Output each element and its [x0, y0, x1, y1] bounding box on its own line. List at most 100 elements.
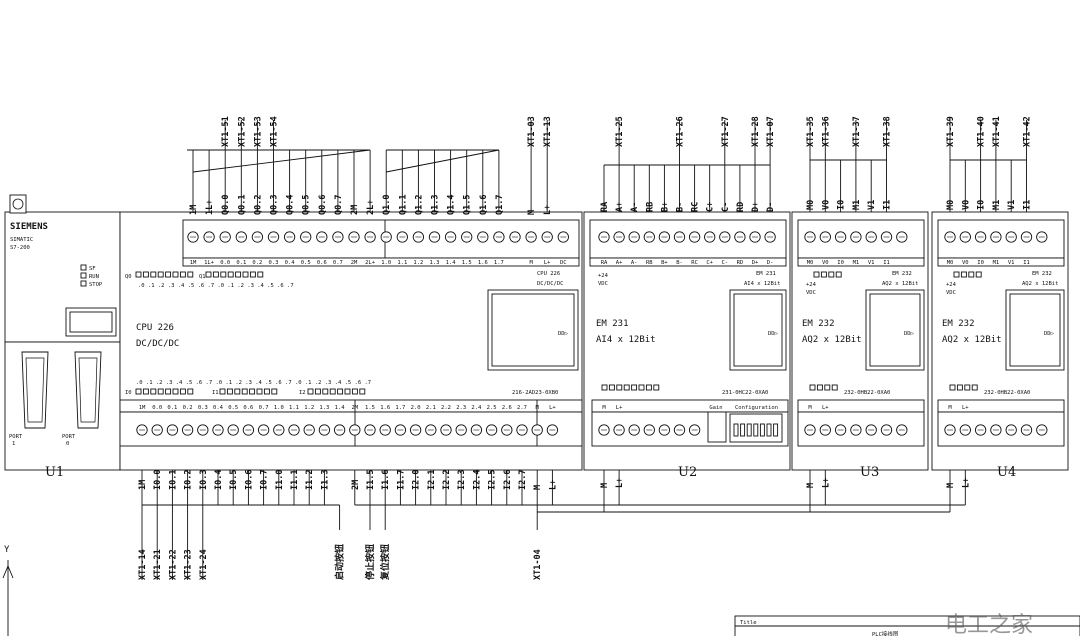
input-device-label: 复位按钮 [379, 544, 391, 581]
input-led [157, 388, 164, 395]
em231-xt-label: XT1-26 [676, 116, 686, 147]
cpu-top-terminal-label: 0.7 [333, 260, 343, 266]
em231-top-label: B- [676, 202, 686, 212]
em232b-top-label: M1 [992, 200, 1002, 210]
em231-desc: AI4 x 12Bit [596, 335, 656, 345]
cpu-input-label: I2.7 [518, 470, 528, 490]
cpu-q0-label: Q0.7 [334, 195, 344, 215]
em231-top-label: D+ [751, 202, 761, 212]
em232b-vdc: +24 [946, 282, 957, 288]
expansion-arrow-icon: DD▷ [768, 331, 779, 337]
em232a-led-bottom [831, 384, 838, 391]
em231-top-label: A- [630, 202, 640, 212]
cpu-bottom-terminal-label: 1.4 [335, 405, 346, 411]
cpu-label-2: DC/DC/DC [537, 281, 564, 287]
em231-top-terminal-label: RA [601, 260, 608, 266]
watermark: 电工之家 [945, 613, 1033, 636]
cpu-top-terminal-label: 1.7 [494, 260, 504, 266]
em232a-door-inner [869, 293, 921, 367]
em232b-title: EM 232 [1032, 271, 1052, 277]
em232b-top-terminal-label: V0 [962, 260, 969, 266]
cpu-bottom-terminal-label: 1.6 [380, 405, 390, 411]
output-led [235, 271, 242, 278]
output-led [212, 271, 219, 278]
em232b-xt-label: XT1-41 [992, 116, 1002, 147]
output-led [150, 271, 157, 278]
title-block-field: Title [740, 620, 757, 626]
cpu-label-1: CPU 226 [537, 271, 560, 277]
cpu-bottom-terminal-label: 1.0 [274, 405, 284, 411]
input-led [142, 388, 149, 395]
cpu-top-terminal-label: 0.1 [236, 260, 246, 266]
cpu-input-label: I0.7 [260, 470, 270, 490]
input-xt-label: XT1-24 [199, 549, 209, 580]
cpu-bottom-terminal-label: 0.3 [198, 405, 208, 411]
cpu-input-label: I1.3 [320, 470, 330, 490]
em231-door-inner [733, 293, 783, 367]
cpu-input-label: I1.6 [381, 470, 391, 490]
input-xt-label: XT1-22 [168, 549, 178, 580]
cpu-input-label: I2.2 [442, 470, 452, 490]
em231-xt-label: XT1-27 [721, 116, 731, 147]
em232b-xt-label: XT1-39 [946, 116, 956, 147]
input-led [344, 388, 351, 395]
em231-top-terminal-label: C+ [706, 260, 713, 266]
em232a-top-label: M1 [852, 200, 862, 210]
em231-top-terminal-label: RC [691, 260, 698, 266]
em231-top-label: D- [766, 202, 776, 212]
title-block-text: PLC接线图 [872, 630, 899, 636]
input-xt-label: XT1-23 [184, 549, 194, 580]
em232b-top-terminal-label: I0 [977, 260, 984, 266]
cpu-q0-label: Q0.5 [302, 195, 312, 215]
em232b-top-label: V1 [1007, 200, 1017, 210]
cpu-xt-label: XT1-54 [270, 116, 280, 147]
cpu-bottom-terminal-label: 0.4 [213, 405, 224, 411]
em232b-led [968, 271, 975, 278]
em231-led [653, 384, 660, 391]
labels: SIEMENSSIMATICS7-200SFRUNSTOPPORT1PORT0D… [4, 116, 1058, 636]
em231-led [638, 384, 645, 391]
u2-lplus-label: L+ [615, 478, 625, 488]
wire-diag [386, 149, 499, 173]
em231-top-label: A+ [615, 202, 625, 212]
em232b-top-terminal-label: M0 [947, 260, 954, 266]
status-led-label: RUN [89, 274, 99, 280]
em231-order-no: 231-0HC22-0XA0 [722, 390, 768, 396]
cpu-input-label: I2.6 [503, 470, 513, 490]
input-led [234, 388, 241, 395]
cpu-bottom-terminal-label: 0.1 [167, 405, 177, 411]
em232b-order-no: 232-0HB22-0XA0 [984, 390, 1030, 396]
port-0-connector-inner [78, 357, 98, 423]
em232b-xt-label: XT1-42 [1023, 116, 1033, 147]
em232a-title: EM 232 [892, 271, 912, 277]
cpu-q0-label: 2L+ [366, 200, 376, 215]
em231-xt-label: XT1-25 [615, 116, 625, 147]
em232b-sub: AQ2 x 12Bit [1022, 281, 1058, 287]
input-led [322, 388, 329, 395]
cpu-top-terminal-label: 1.1 [397, 260, 407, 266]
status-led-label: SF [89, 266, 96, 272]
dip-switch [753, 423, 759, 437]
cpu-bottom-terminal-label: M [536, 405, 540, 411]
em232a-xt-label: XT1-38 [883, 116, 893, 147]
cpu-top-terminal-label: 1.0 [381, 260, 391, 266]
em232a-xt-label: XT1-35 [806, 116, 816, 147]
em232b-top-terminal-labels [937, 257, 1065, 267]
em232a-top-terminal-label: I0 [837, 260, 844, 266]
cpu-q0-label: Q0.2 [253, 195, 263, 215]
cpu-top-terminal-label: 0.6 [317, 260, 327, 266]
cpu-family: SIMATIC [10, 237, 33, 243]
cpu-bottom-terminal-label: 2.6 [502, 405, 512, 411]
cpu-q1-label: Q1.7 [495, 195, 505, 215]
em232a-top-label: V0 [821, 200, 831, 210]
cpu-top-terminal-label: DC [560, 260, 567, 266]
em232b-top-terminal-label: M1 [993, 260, 1000, 266]
em232b-top-label: I1 [1023, 200, 1033, 210]
cpu-input-label: I2.4 [472, 470, 482, 490]
cpu-q0-label: Q0.0 [221, 195, 231, 215]
em232a-top-label: I0 [837, 200, 847, 210]
em231-bottom-terminal-label: L+ [616, 405, 623, 411]
cpu-series: S7-200 [10, 245, 30, 251]
cpu-top-terminal-label: L+ [544, 260, 551, 266]
em231-top-label: RB [645, 202, 655, 212]
